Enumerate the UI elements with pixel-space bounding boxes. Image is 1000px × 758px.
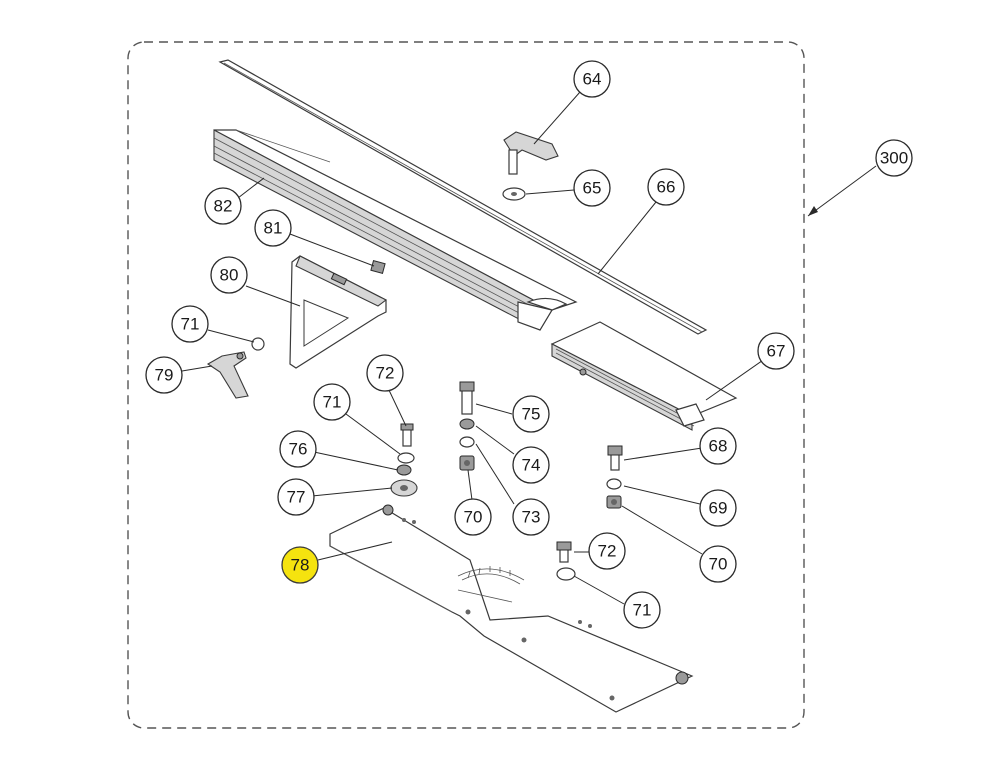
svg-text:71: 71 <box>633 601 652 620</box>
callout-70-center[interactable]: 70 <box>454 498 492 536</box>
callout-74[interactable]: 74 <box>512 446 550 484</box>
part-79-handle <box>206 351 249 399</box>
svg-text:78: 78 <box>291 556 310 575</box>
part-68-bolt-right <box>607 445 623 471</box>
part-72-bolt-lower <box>556 541 572 563</box>
svg-text:71: 71 <box>181 315 200 334</box>
leader-lines <box>175 91 877 605</box>
svg-text:68: 68 <box>709 437 728 456</box>
callout-64[interactable]: 64 <box>573 60 611 98</box>
callout-76[interactable]: 76 <box>279 430 317 468</box>
part-70-nut-center <box>459 455 475 471</box>
callout-71-lower[interactable]: 71 <box>623 591 661 629</box>
svg-text:67: 67 <box>767 342 786 361</box>
part-64-lever <box>503 131 559 175</box>
part-76-nut <box>396 464 412 476</box>
part-82-fence-rail <box>213 129 578 331</box>
svg-text:70: 70 <box>709 555 728 574</box>
part-75-bolt-center <box>459 381 475 415</box>
svg-text:71: 71 <box>323 393 342 412</box>
svg-text:75: 75 <box>522 405 541 424</box>
part-67-short-rail <box>550 321 738 431</box>
callout-71-upper-left[interactable]: 71 <box>171 305 209 343</box>
callout-72-lower[interactable]: 72 <box>588 532 626 570</box>
callout-78-highlighted[interactable]: 78 <box>281 546 319 584</box>
callout-69[interactable]: 69 <box>699 489 737 527</box>
callout-81[interactable]: 81 <box>254 209 292 247</box>
callout-73[interactable]: 73 <box>512 498 550 536</box>
callout-72-upper[interactable]: 72 <box>366 354 404 392</box>
svg-text:77: 77 <box>287 488 306 507</box>
part-70-nut-right <box>606 495 622 509</box>
callout-79[interactable]: 79 <box>145 356 183 394</box>
svg-text:300: 300 <box>880 149 908 168</box>
callout-300[interactable]: 300 <box>875 139 913 177</box>
callout-66[interactable]: 66 <box>647 168 685 206</box>
svg-text:70: 70 <box>464 508 483 527</box>
svg-text:76: 76 <box>289 440 308 459</box>
svg-text:79: 79 <box>155 366 174 385</box>
svg-text:81: 81 <box>264 219 283 238</box>
svg-text:80: 80 <box>220 266 239 285</box>
svg-text:66: 66 <box>657 178 676 197</box>
callout-82[interactable]: 82 <box>204 187 242 225</box>
callout-77[interactable]: 77 <box>277 478 315 516</box>
svg-text:64: 64 <box>583 70 602 89</box>
part-73-washer <box>459 436 475 448</box>
part-72-bolt-left <box>400 423 414 447</box>
svg-text:73: 73 <box>522 508 541 527</box>
part-66-strip <box>218 59 708 335</box>
callout-70-right[interactable]: 70 <box>699 545 737 583</box>
part-80-bracket <box>289 255 388 369</box>
callout-71-mid[interactable]: 71 <box>313 383 351 421</box>
svg-text:72: 72 <box>598 542 617 561</box>
part-81-clip <box>370 260 386 274</box>
callout-65[interactable]: 65 <box>573 169 611 207</box>
callout-67[interactable]: 67 <box>757 332 795 370</box>
part-74-washer <box>459 418 475 430</box>
svg-text:82: 82 <box>214 197 233 216</box>
callout-80[interactable]: 80 <box>210 256 248 294</box>
part-71-washer-lower <box>556 567 576 581</box>
svg-text:72: 72 <box>376 364 395 383</box>
part-71-washer-mid <box>397 452 415 464</box>
svg-text:74: 74 <box>522 456 541 475</box>
callout-75[interactable]: 75 <box>512 395 550 433</box>
svg-text:69: 69 <box>709 499 728 518</box>
assembly-boundary <box>127 41 805 729</box>
part-71-washer-left <box>251 337 265 351</box>
part-78-base-plate <box>329 504 694 713</box>
svg-text:65: 65 <box>583 179 602 198</box>
callout-68[interactable]: 68 <box>699 427 737 465</box>
part-69-washer <box>606 478 622 490</box>
